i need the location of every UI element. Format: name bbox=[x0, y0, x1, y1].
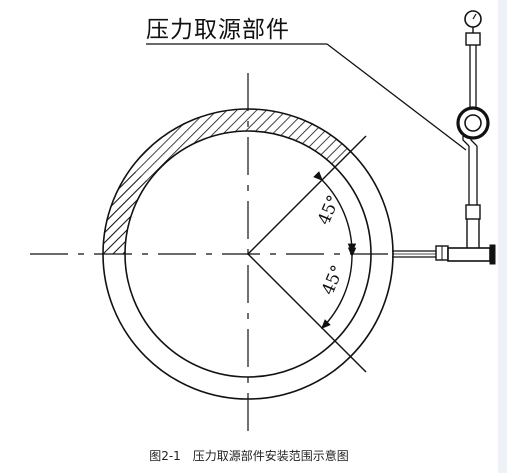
range-lines bbox=[247, 135, 367, 373]
siphon-coil-inner bbox=[464, 114, 482, 132]
figure-caption: 图2-1 压力取源部件安装范围示意图 bbox=[0, 447, 498, 464]
impulse-line-bend-left bbox=[462, 136, 470, 147]
valve-end-cap bbox=[489, 244, 496, 265]
upper-angle-label: 45° bbox=[314, 192, 344, 228]
gauge-connector bbox=[465, 32, 481, 46]
page-edge-strip bbox=[498, 0, 507, 473]
riser-fitting bbox=[465, 204, 481, 220]
callout-label: 压力取源部件 bbox=[146, 17, 290, 43]
figure-title: 压力取源部件安装范围示意图 bbox=[192, 449, 349, 463]
lower-angle-label: 45° bbox=[318, 262, 348, 298]
callout-leader bbox=[146, 43, 467, 151]
pipe-wall-hatch-left bbox=[103, 168, 150, 255]
upper-angle-arc bbox=[313, 171, 357, 254]
lower-45-degree-line bbox=[247, 253, 367, 373]
lower-angle-arc bbox=[321, 247, 357, 329]
pressure-gauge-needle bbox=[472, 13, 477, 20]
pressure-tap-assembly bbox=[392, 10, 496, 265]
callout-leader-line bbox=[326, 43, 467, 151]
valve-body bbox=[447, 247, 491, 262]
figure-number: 图2-1 bbox=[149, 449, 181, 463]
upper-45-degree-line bbox=[247, 135, 367, 255]
